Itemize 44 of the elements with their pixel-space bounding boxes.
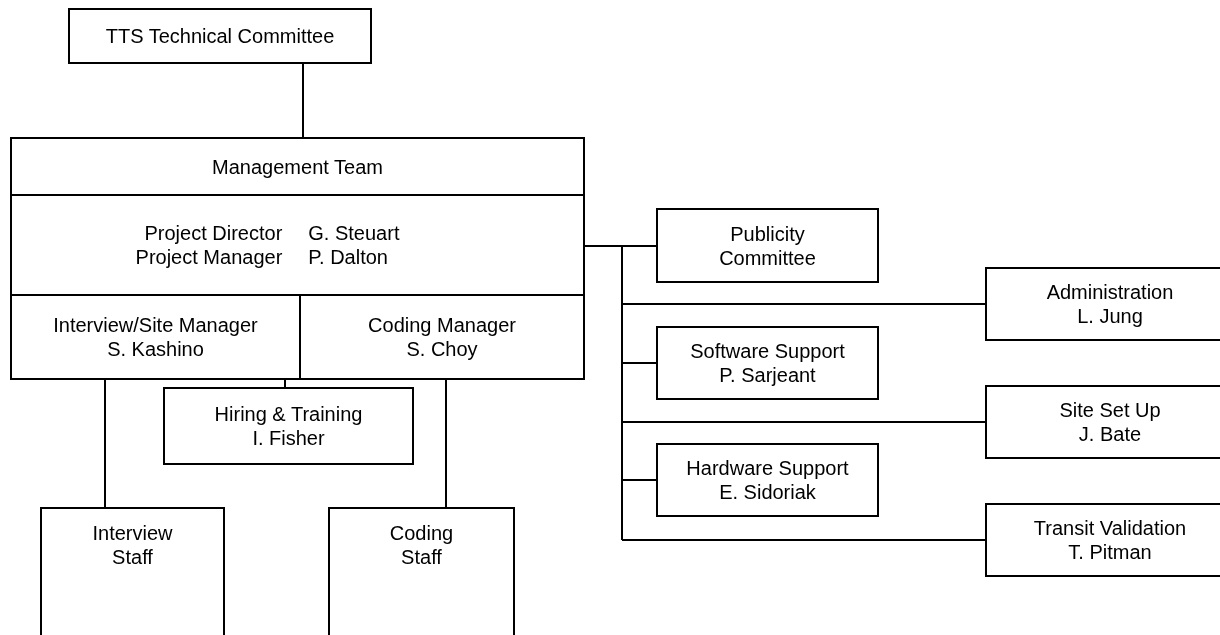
box-title: Interview Staff	[91, 521, 174, 569]
org-box	[68, 8, 372, 64]
org-box	[656, 443, 879, 517]
box-title: Administration	[1046, 280, 1174, 304]
role-title: Project Manager	[135, 245, 283, 269]
connector-line	[621, 421, 986, 423]
person-name: J. Bate	[1078, 422, 1142, 446]
management-team-box	[10, 137, 585, 380]
person-name: I. Fisher	[252, 426, 325, 450]
org-box	[328, 507, 515, 635]
person-name: G. Steuart	[308, 221, 400, 245]
box-title: Publicity Committee	[718, 221, 817, 270]
box-title: Transit Validation	[1033, 516, 1187, 540]
person-name: S. Kashino	[107, 337, 204, 361]
box-title: Site Set Up	[1059, 398, 1161, 422]
org-box	[40, 507, 225, 635]
org-box	[985, 267, 1220, 341]
role-title: Project Director	[143, 221, 283, 245]
org-box	[656, 208, 879, 283]
org-box	[656, 326, 879, 400]
connector-line	[621, 479, 657, 481]
connector-line	[284, 379, 286, 388]
connector-line	[621, 303, 986, 305]
box-title: Coding Manager	[368, 313, 516, 337]
box-title: Software Support	[690, 339, 845, 363]
connector-line	[621, 539, 986, 541]
person-name: T. Pitman	[1068, 540, 1152, 564]
box-title: TTS Technical Committee	[105, 24, 335, 48]
person-name: P. Sarjeant	[719, 363, 816, 387]
org-box	[163, 387, 414, 465]
box-title: Hiring & Training	[214, 402, 363, 426]
person-name: L. Jung	[1077, 304, 1143, 328]
box-heading: Management Team	[212, 154, 383, 180]
person-name: S. Choy	[406, 337, 478, 361]
org-box	[985, 385, 1220, 459]
connector-line	[584, 245, 657, 247]
connector-line	[621, 362, 657, 364]
box-title: Interview/Site Manager	[53, 313, 258, 337]
box-title: Coding Staff	[388, 521, 455, 569]
connector-line	[302, 63, 304, 138]
person-name: P. Dalton	[308, 245, 389, 269]
org-box	[985, 503, 1220, 577]
person-name: E. Sidoriak	[719, 480, 816, 504]
box-title: Hardware Support	[686, 456, 849, 480]
